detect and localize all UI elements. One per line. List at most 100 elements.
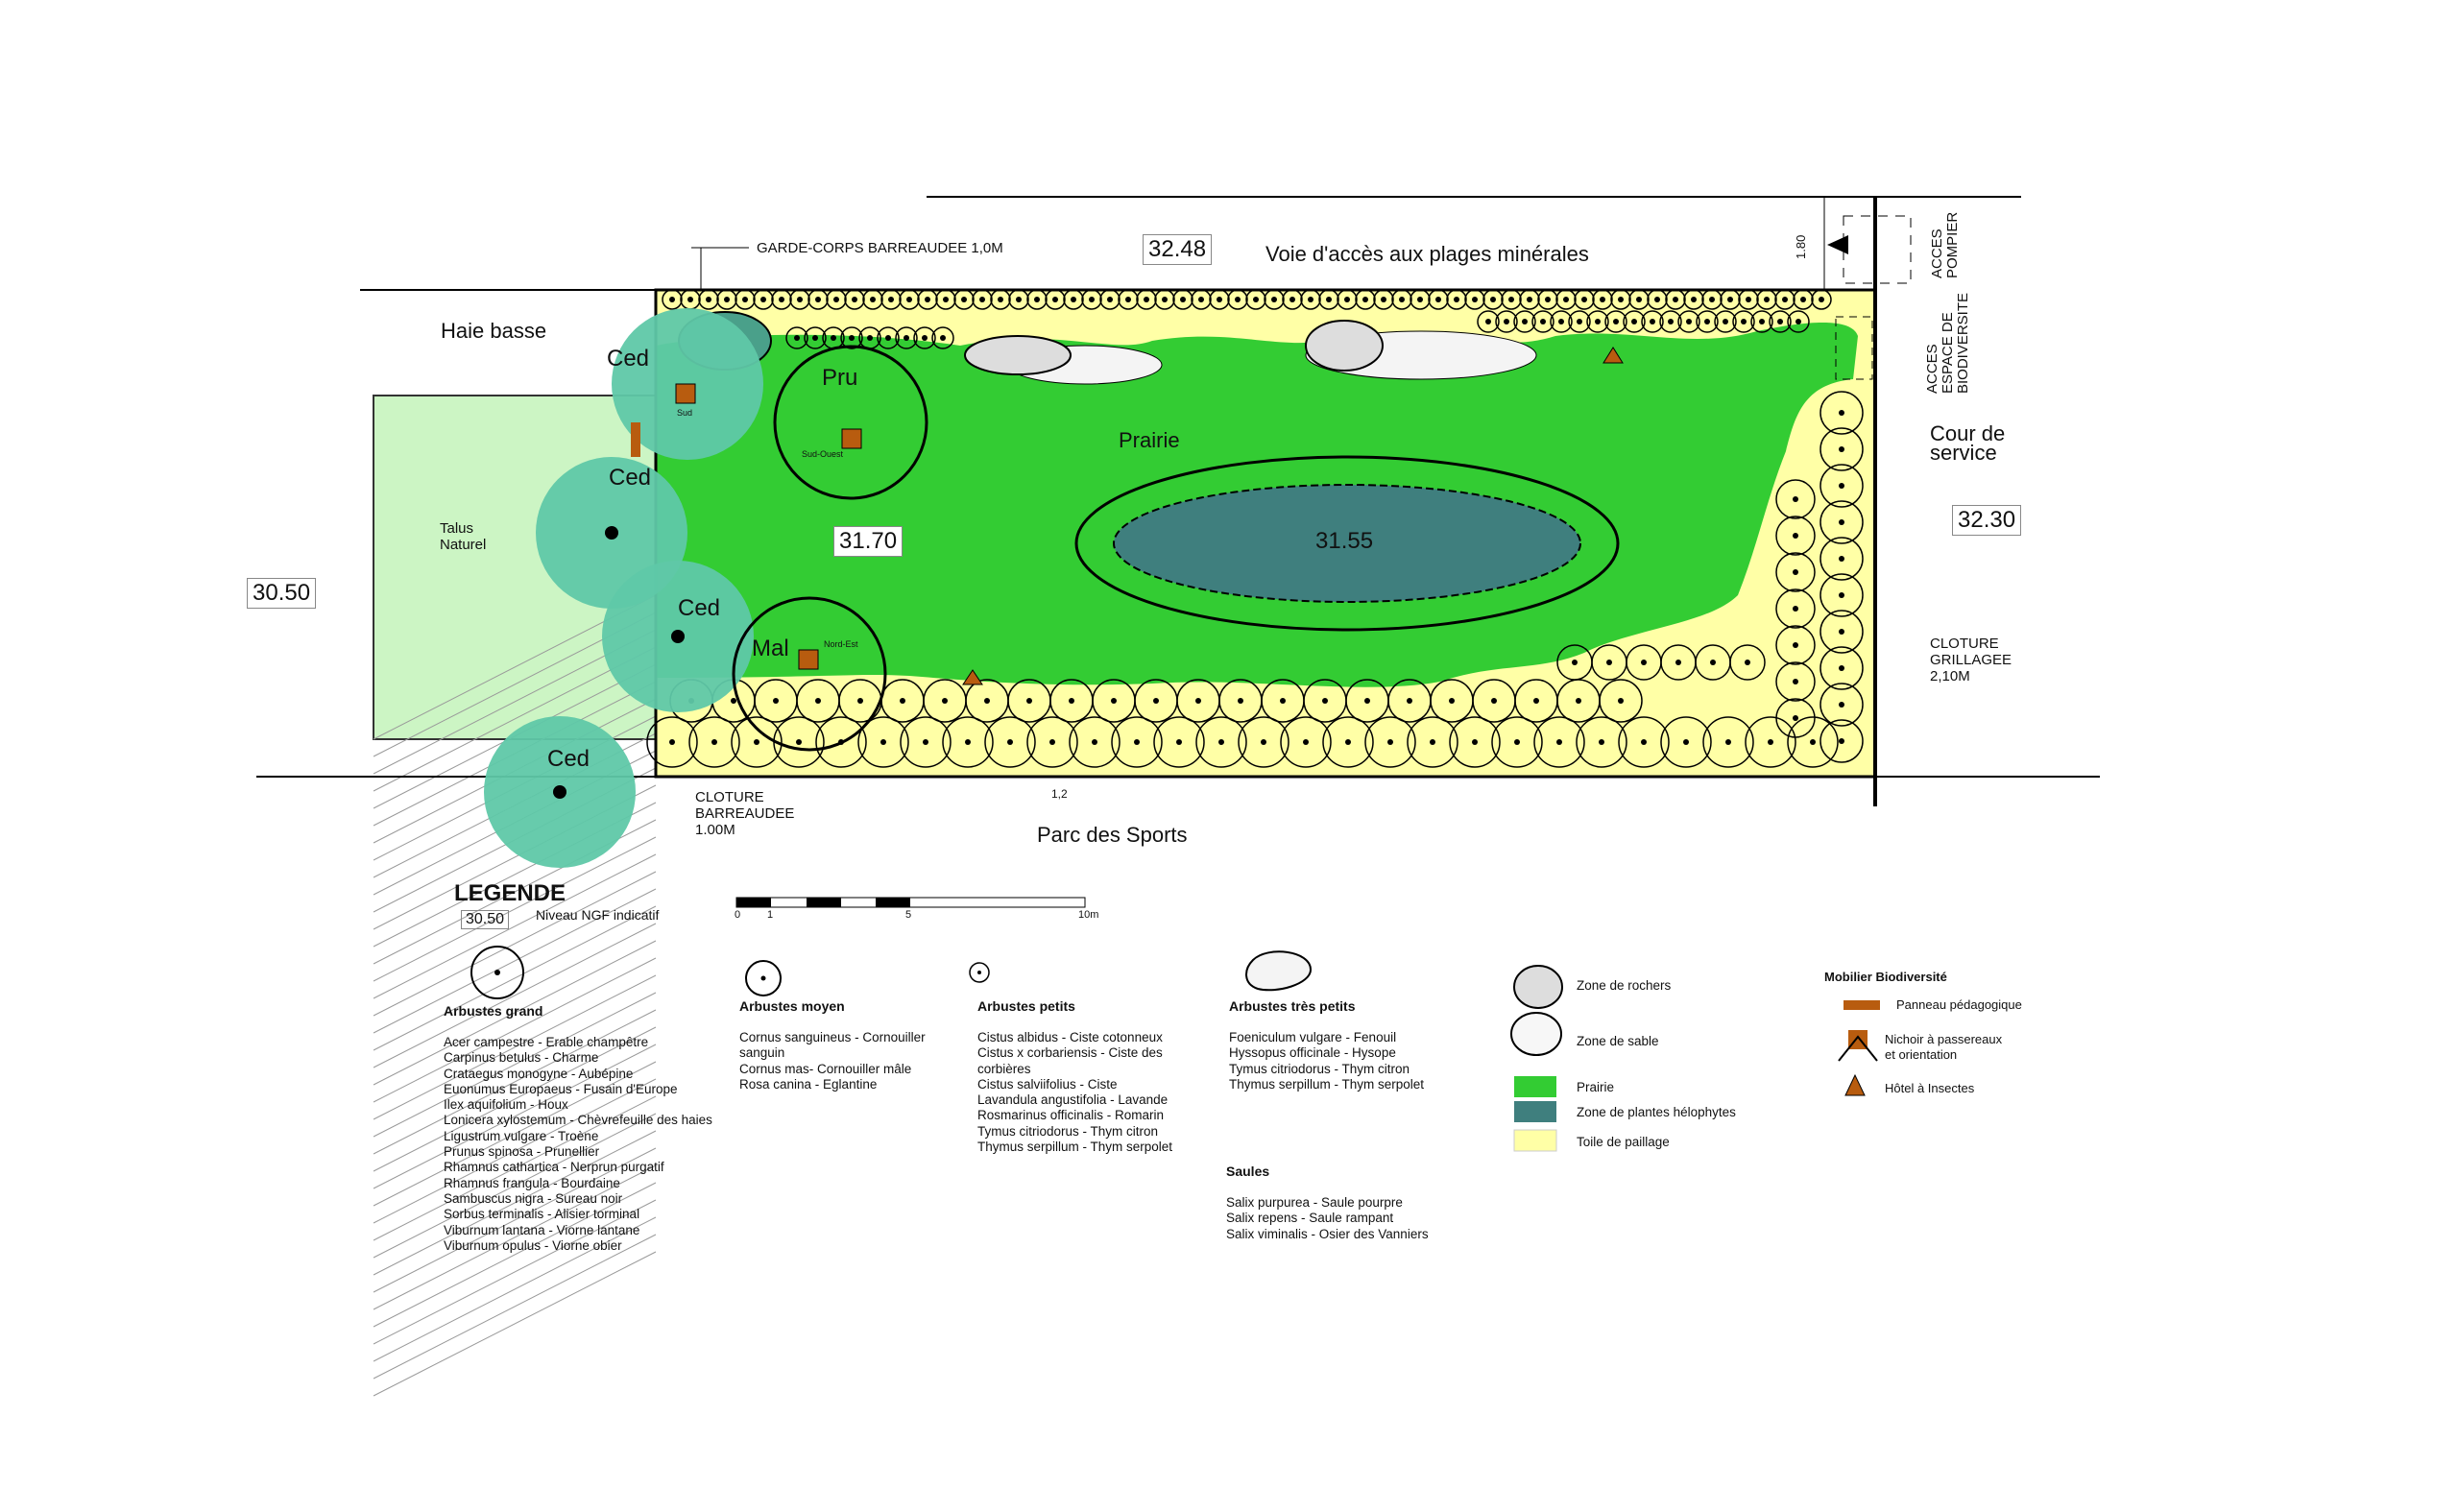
scale-tick: 10m xyxy=(1078,909,1099,921)
shrub xyxy=(1750,310,1773,333)
shrub-center xyxy=(1618,297,1624,302)
shrub-center xyxy=(1810,739,1816,745)
arbustes-grand-symbol xyxy=(470,946,524,999)
shrub-center xyxy=(1746,297,1751,302)
shrub xyxy=(1775,479,1816,519)
shrub-center xyxy=(1387,739,1393,745)
species-item: Cistus x corbariensis - Ciste des xyxy=(977,1045,1163,1061)
shrub-center xyxy=(1034,297,1040,302)
shrub xyxy=(1364,716,1416,768)
prairie-label: Prairie xyxy=(1119,428,1180,452)
shrub xyxy=(1618,716,1670,768)
shrub-center xyxy=(731,698,736,704)
shrub-center xyxy=(1683,739,1689,745)
shrub-center xyxy=(1162,297,1168,302)
shrub xyxy=(1641,310,1664,333)
legend-group-title: Saules xyxy=(1226,1164,1270,1179)
zone-label: Toile de paillage xyxy=(1577,1135,1670,1149)
parc-sports-label: Parc des Sports xyxy=(1037,823,1188,847)
shrub-center xyxy=(1303,739,1309,745)
shrub-center xyxy=(942,698,948,704)
tree-label: Pru xyxy=(822,365,858,391)
shrub-center xyxy=(1514,739,1520,745)
shrub-center xyxy=(1280,698,1286,704)
shrub xyxy=(1407,716,1458,768)
shrub xyxy=(1819,573,1864,617)
shrub-center xyxy=(1613,319,1619,324)
species-item: Sorbus terminalis - Alisier torminal xyxy=(444,1207,640,1222)
orientation-label: Sud-Ouest xyxy=(802,449,844,459)
shrub-center xyxy=(669,297,675,302)
legend-group-title: Arbustes très petits xyxy=(1229,998,1356,1014)
panneau-pedagogique-icon xyxy=(1844,1000,1880,1010)
shrub-center xyxy=(1764,297,1770,302)
shrub-center xyxy=(1839,519,1844,525)
species-item: Cistus salviifolius - Ciste xyxy=(977,1076,1118,1092)
shrub xyxy=(1819,427,1864,471)
shrub-center xyxy=(796,739,802,745)
shrub-center xyxy=(1710,660,1716,665)
arbustes-tres-petits-symbol xyxy=(1245,950,1313,992)
shrub-center xyxy=(1650,319,1655,324)
shrub-center xyxy=(1545,297,1551,302)
shrub-center xyxy=(779,297,784,302)
species-item: Ligustrum vulgare - Troène xyxy=(444,1128,599,1143)
shrub xyxy=(1729,644,1766,681)
shrub xyxy=(1586,310,1609,333)
shrub-center xyxy=(1839,483,1844,489)
road-label: Voie d'accès aux plages minérales xyxy=(1265,242,1589,266)
shrub-center xyxy=(1052,297,1058,302)
helophytes-pond xyxy=(1113,484,1581,603)
species-item: Rhamnus cathartica - Nerprun purgatif xyxy=(444,1160,664,1175)
shrub-center xyxy=(1581,297,1587,302)
tree-label: Ced xyxy=(609,465,652,491)
rock-zone xyxy=(1305,320,1384,372)
shrub-center xyxy=(1111,698,1117,704)
hotel-insectes-icon xyxy=(1603,347,1624,364)
nichoir-icon xyxy=(841,428,862,449)
shrub-center xyxy=(1641,660,1647,665)
hotel-insectes-icon xyxy=(1844,1073,1866,1096)
species-item: Salix purpurea - Saule pourpre xyxy=(1226,1195,1403,1210)
shrub xyxy=(1775,588,1816,629)
legend-group-title: Arbustes grand xyxy=(444,1003,543,1019)
shrub-center xyxy=(1704,319,1710,324)
species-item: Carpinus betulus - Charme xyxy=(444,1050,599,1066)
shrub-center xyxy=(922,335,928,341)
species-item: Tymus citriodorus - Thym citron xyxy=(1229,1061,1410,1076)
shrub xyxy=(1531,310,1554,333)
shrub xyxy=(1775,625,1816,665)
shrub-center xyxy=(1782,297,1788,302)
shrub-center xyxy=(1195,698,1201,704)
tree-label: Ced xyxy=(547,746,590,772)
shrub xyxy=(1819,464,1864,508)
species-item: Prunus spinosa - Prunellier xyxy=(444,1144,600,1160)
shrub-center xyxy=(1759,319,1765,324)
species-item: Sambuscus nigra - Sureau noir xyxy=(444,1190,623,1206)
ngf-label: Niveau NGF indicatif xyxy=(536,907,660,923)
shrub xyxy=(1787,716,1839,768)
shrub xyxy=(1696,310,1719,333)
shrub-center xyxy=(984,698,990,704)
shrub-center xyxy=(1745,660,1750,665)
shrub-center xyxy=(1107,297,1113,302)
shrub-center xyxy=(925,297,930,302)
shrub xyxy=(1819,537,1864,581)
shrub xyxy=(1732,310,1755,333)
shrub-center xyxy=(1092,739,1097,745)
shrub-center xyxy=(1217,297,1222,302)
shrub-center xyxy=(965,739,971,745)
shrub xyxy=(1550,310,1573,333)
shrub-center xyxy=(1839,556,1844,562)
shrub-center xyxy=(1533,698,1539,704)
shrub xyxy=(1775,516,1816,556)
shrub-center xyxy=(1322,698,1328,704)
shrub xyxy=(1280,716,1332,768)
shrub-center xyxy=(1631,319,1637,324)
shrub-center xyxy=(1430,739,1435,745)
shrub-center xyxy=(1793,606,1798,612)
shrub xyxy=(1775,698,1816,738)
shrub-center xyxy=(900,698,905,704)
orientation-label: Sud xyxy=(677,408,693,418)
